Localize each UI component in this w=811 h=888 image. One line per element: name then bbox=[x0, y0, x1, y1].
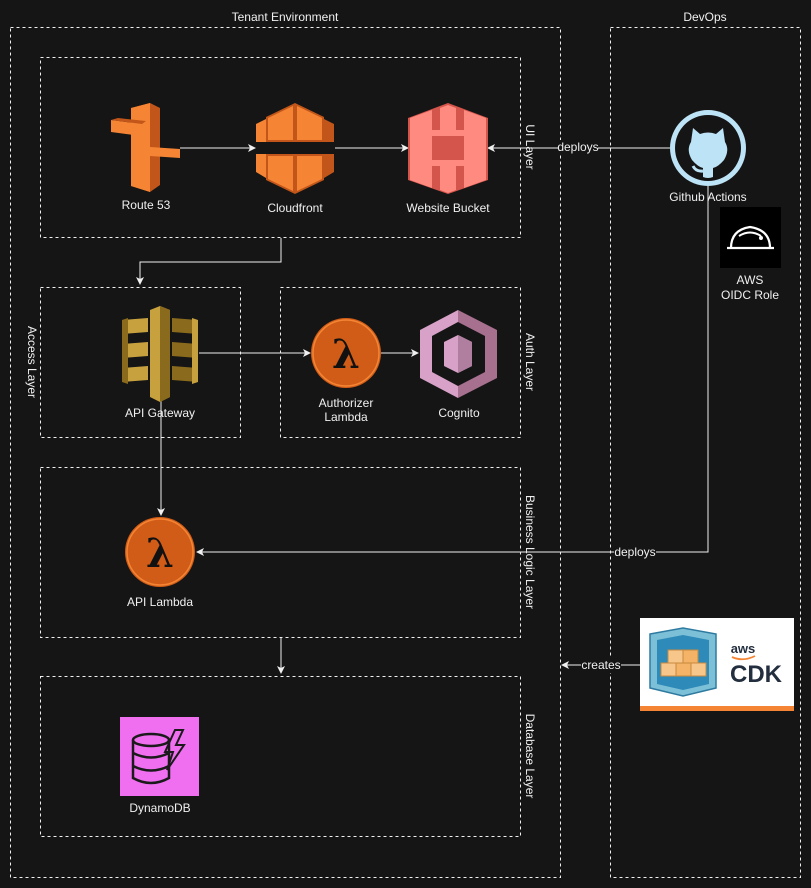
tenant-environment-title: Tenant Environment bbox=[232, 10, 339, 24]
authorizer-lambda-line2: Lambda bbox=[324, 410, 368, 424]
edge-label-deploys-ui: deploys bbox=[557, 140, 598, 154]
authorizer-lambda-icon[interactable]: λ bbox=[311, 318, 381, 388]
aws-cdk-logo[interactable]: aws CDK bbox=[640, 618, 794, 711]
edge-label-deploys-lambda: deploys bbox=[614, 545, 655, 559]
route53-label: Route 53 bbox=[122, 198, 171, 212]
api-lambda-icon[interactable]: λ bbox=[125, 517, 195, 587]
api-gateway-icon[interactable] bbox=[122, 306, 198, 402]
edge-label-creates: creates bbox=[581, 658, 620, 672]
oidc-role-line2: OIDC Role bbox=[721, 288, 779, 302]
database-layer-box bbox=[40, 676, 521, 837]
cognito-label: Cognito bbox=[438, 406, 480, 420]
cloudfront-icon[interactable] bbox=[256, 103, 334, 194]
tenant-environment-container: Tenant Environment bbox=[10, 10, 561, 878]
api-lambda-label: API Lambda bbox=[127, 595, 193, 609]
cloudfront-label: Cloudfront bbox=[267, 201, 323, 215]
edge-cloudfront-apigateway bbox=[136, 238, 282, 285]
github-actions-label: Github Actions bbox=[669, 190, 746, 204]
oidc-role-icon[interactable] bbox=[720, 207, 781, 268]
database-layer-label: Database Layer bbox=[523, 714, 537, 799]
auth-layer-label: Auth Layer bbox=[523, 333, 537, 391]
website-bucket-label: Website Bucket bbox=[406, 201, 490, 215]
dynamodb-label: DynamoDB bbox=[129, 801, 190, 815]
api-lambda-glyph: λ bbox=[146, 530, 174, 577]
authorizer-lambda-line1: Authorizer bbox=[319, 396, 374, 410]
auth-layer-box bbox=[280, 287, 521, 438]
devops-container: DevOps bbox=[610, 10, 801, 878]
route53-icon[interactable] bbox=[111, 103, 180, 192]
edges bbox=[136, 144, 709, 674]
cdk-aws-wordmark: aws bbox=[731, 641, 756, 656]
cognito-icon[interactable] bbox=[420, 310, 497, 398]
access-layer-label: Access Layer bbox=[25, 326, 39, 398]
oidc-role-line1: AWS bbox=[737, 273, 764, 287]
cdk-name: CDK bbox=[730, 661, 783, 688]
edge-github-apilambda bbox=[196, 185, 709, 556]
api-gateway-label: API Gateway bbox=[125, 406, 195, 420]
ui-layer-label: UI Layer bbox=[523, 124, 537, 169]
access-layer-box bbox=[40, 287, 241, 438]
website-bucket-icon[interactable] bbox=[408, 103, 488, 194]
authorizer-lambda-glyph: λ bbox=[332, 331, 360, 378]
dynamodb-icon[interactable] bbox=[120, 717, 199, 796]
github-icon[interactable] bbox=[670, 110, 746, 186]
devops-title: DevOps bbox=[683, 10, 726, 24]
